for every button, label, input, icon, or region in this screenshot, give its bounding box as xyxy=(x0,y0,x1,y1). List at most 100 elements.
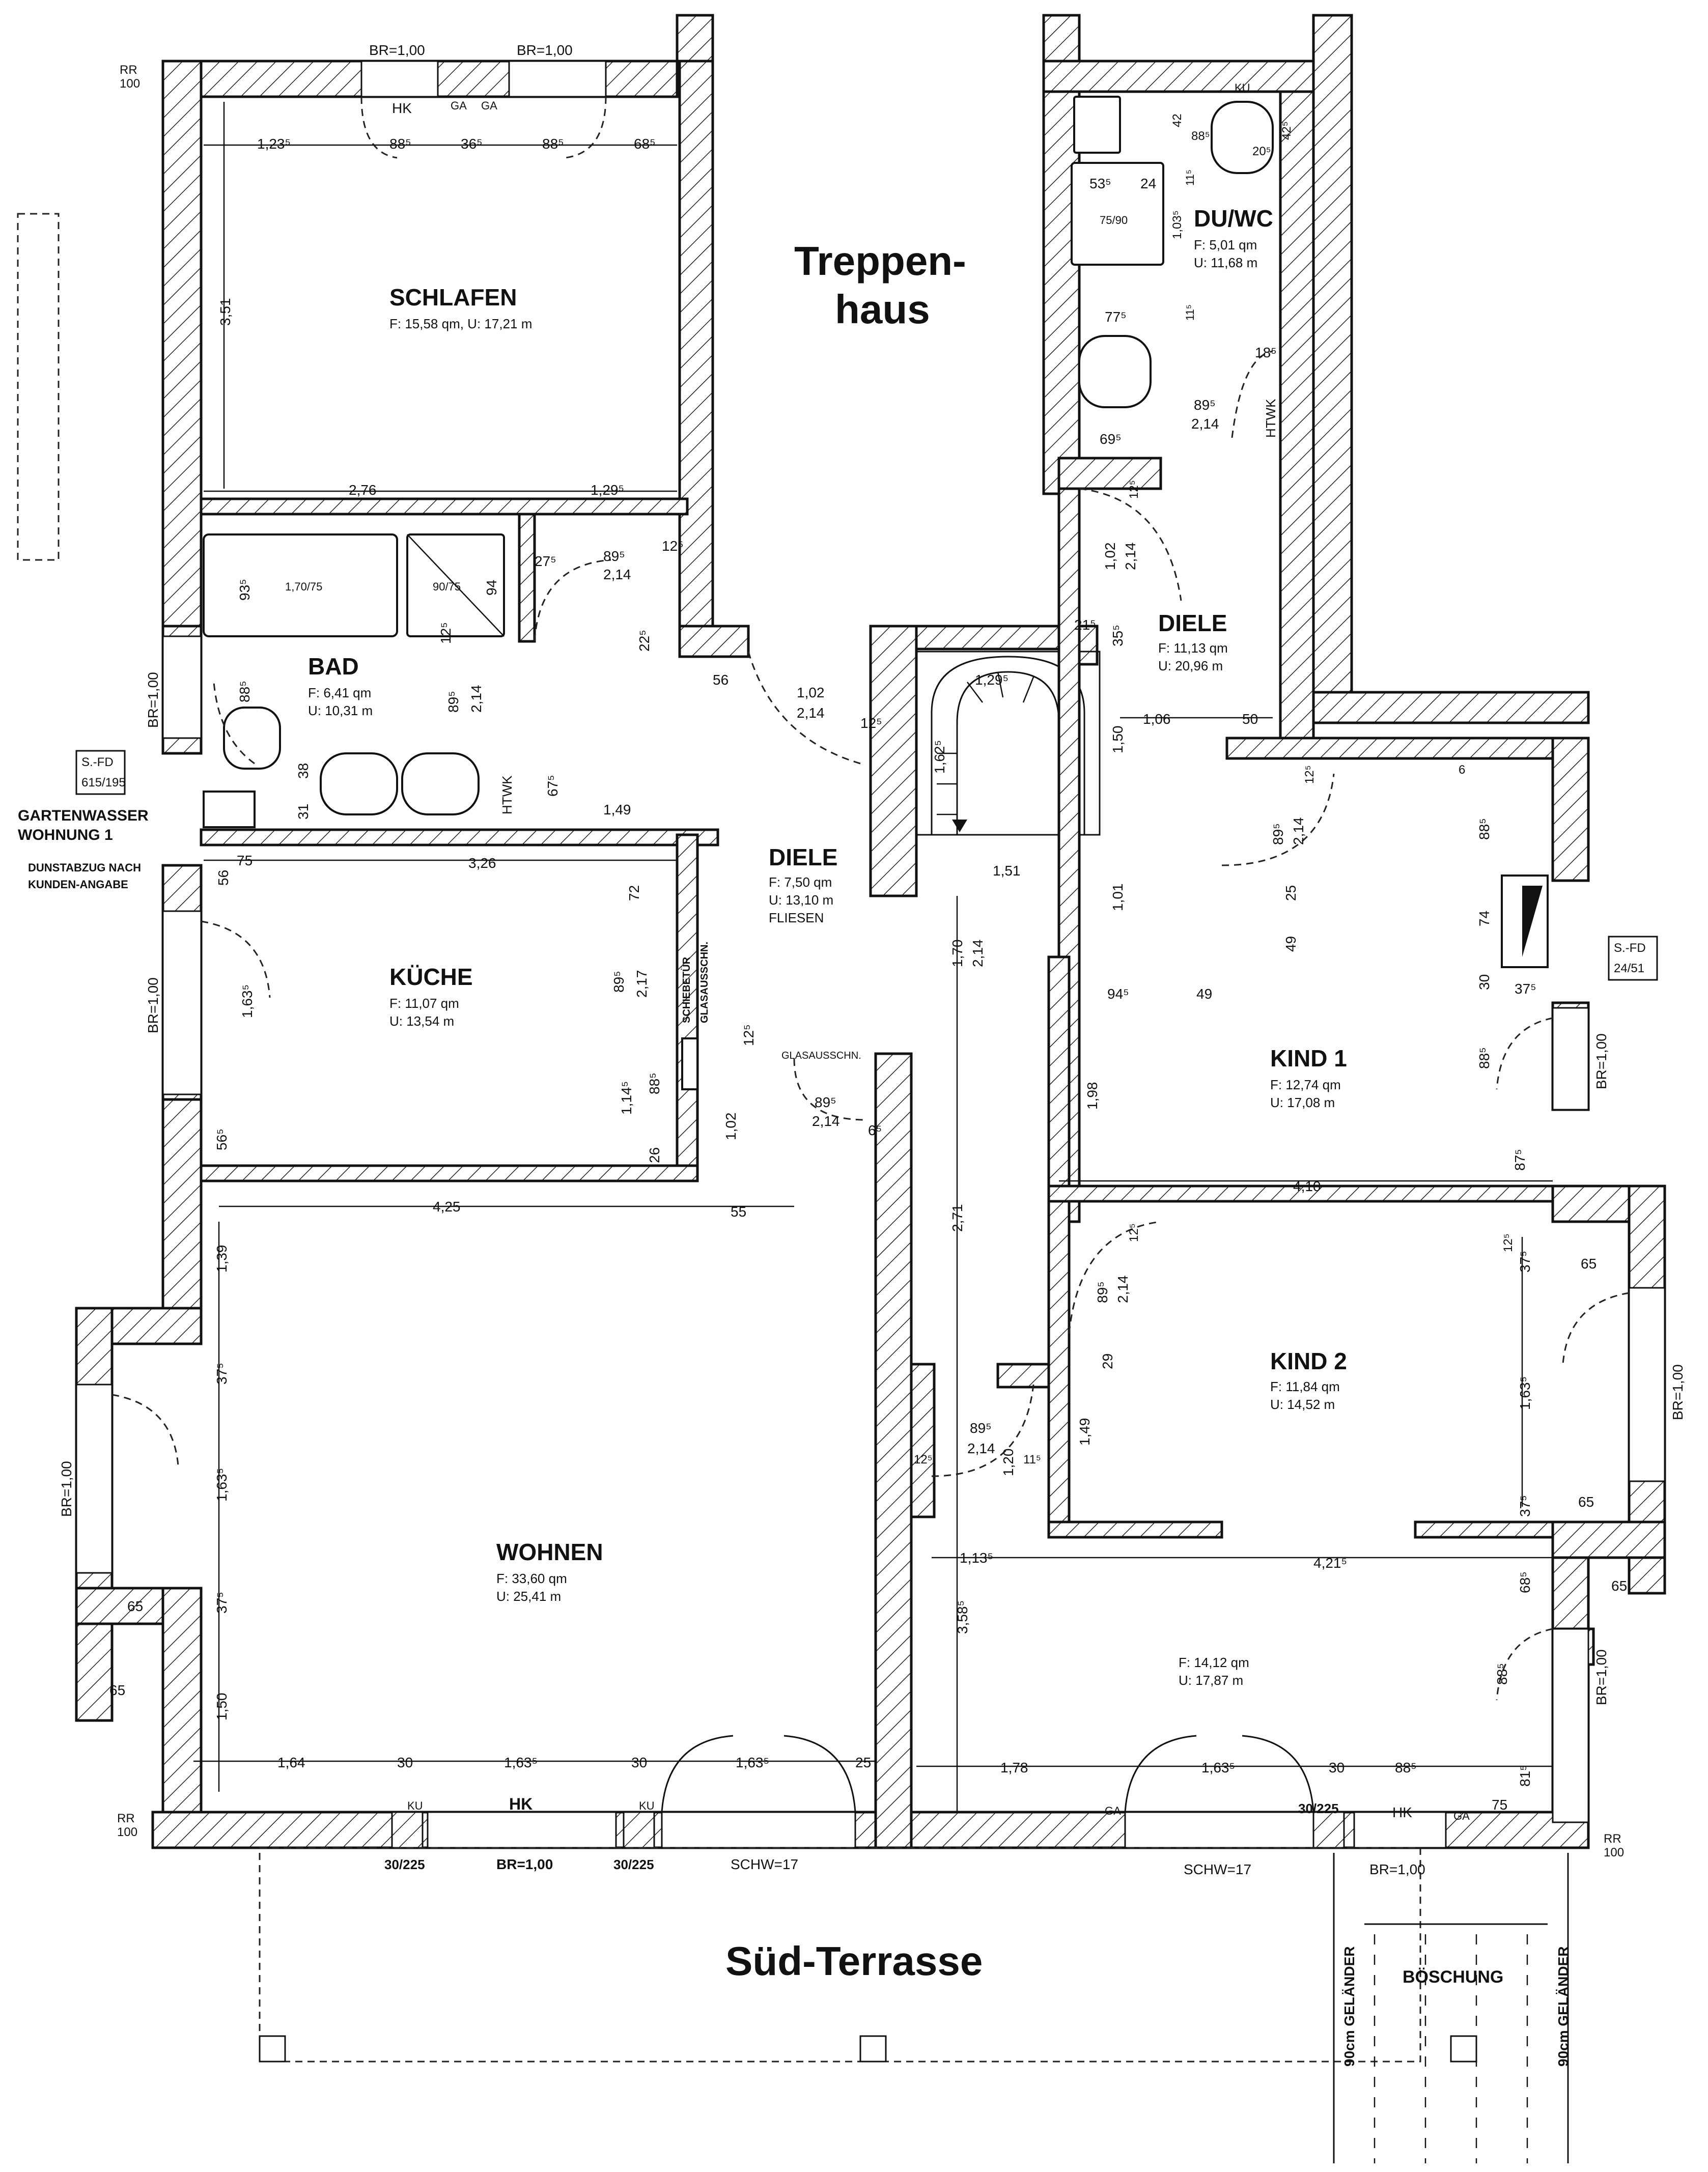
dim: 11⁵ xyxy=(1184,304,1196,321)
dim: 1,63⁵ xyxy=(1517,1376,1533,1410)
hk-bottom-1: HK xyxy=(509,1795,533,1813)
dim: 50 xyxy=(1242,711,1258,727)
dim: 1,63⁵ xyxy=(736,1755,769,1770)
dim: 65 xyxy=(1581,1256,1597,1272)
dim: 4,25 xyxy=(433,1199,461,1215)
shower-bad-size: 90/75 xyxy=(433,580,461,593)
dim: 56 xyxy=(713,672,729,688)
room-info-diele-center-u: U: 13,10 m xyxy=(769,892,833,908)
dim: 36⁵ xyxy=(461,136,483,152)
room-info-diele-center-extra: FLIESEN xyxy=(769,910,824,925)
dim: 27⁵ xyxy=(535,553,556,569)
dim: 88⁵ xyxy=(237,681,253,702)
dim: 2,14 xyxy=(1115,1276,1131,1304)
hk-bottom-2: HK xyxy=(1392,1804,1412,1820)
dim: 21⁵ xyxy=(1074,617,1096,633)
room-name-diele-center: DIELE xyxy=(769,844,837,870)
room-info-bad-f: F: 6,41 qm xyxy=(308,685,371,700)
dim: 1,02 xyxy=(723,1113,739,1141)
wall-30-225-b: 30/225 xyxy=(613,1857,654,1872)
rr-tl-2: 100 xyxy=(120,77,140,91)
room-info-kind2-u: U: 14,52 m xyxy=(1270,1397,1335,1412)
dim: 25 xyxy=(855,1755,871,1770)
dim: 1,29⁵ xyxy=(591,482,624,498)
dim: 1,14⁵ xyxy=(619,1081,634,1115)
treppenhaus-label-2: haus xyxy=(835,287,930,332)
dim: 74 xyxy=(1476,911,1492,926)
br-right-kind1: BR=1,00 xyxy=(1593,1033,1609,1089)
gartenwasser-label-1: GARTENWASSER xyxy=(18,807,149,824)
dim: 88⁵ xyxy=(1191,129,1210,143)
terrace xyxy=(17,213,1569,2163)
dim: 18⁵ xyxy=(1255,345,1277,360)
dim: 1,64 xyxy=(277,1755,305,1770)
dim: 1,13⁵ xyxy=(960,1550,993,1566)
dim: 88⁵ xyxy=(1476,1047,1492,1069)
dim: 55 xyxy=(731,1204,746,1220)
hk-top: HK xyxy=(392,100,412,116)
dim: 12⁵ xyxy=(741,1024,757,1046)
dim: 42⁵ xyxy=(1280,121,1294,140)
fixtures xyxy=(203,96,1549,1090)
dim: 30 xyxy=(397,1755,413,1770)
schw-1: SCHW=17 xyxy=(731,1856,798,1872)
dim: 56 xyxy=(215,870,231,886)
dim: 75 xyxy=(237,853,253,868)
dimension-lines xyxy=(193,102,1553,1812)
room-info-schlafen: F: 15,58 qm, U: 17,21 m xyxy=(389,316,532,331)
dim: 94 xyxy=(484,580,499,596)
dim: 89⁵ xyxy=(1095,1281,1110,1303)
dim: 2,14 xyxy=(1191,416,1219,432)
dim: 1,02 xyxy=(1102,543,1118,571)
room-name-kueche: KÜCHE xyxy=(389,964,473,990)
dim: 2,14 xyxy=(967,1441,995,1456)
dim: 24 xyxy=(1140,176,1156,191)
room-name-wohnen: WOHNEN xyxy=(496,1539,603,1565)
sfd-right-1: S.-FD xyxy=(1614,941,1646,955)
room-info-kind1-u: U: 17,08 m xyxy=(1270,1095,1335,1110)
rr-tl-1: RR xyxy=(120,63,137,77)
dim: 25 xyxy=(1283,885,1299,901)
dim: 1,01 xyxy=(1110,884,1126,912)
dunstabzug-label-2: KUNDEN-ANGABE xyxy=(28,878,128,891)
dim: 69⁵ xyxy=(1100,431,1122,447)
sfd-right-2: 24/51 xyxy=(1614,962,1644,975)
terrasse-label: Süd-Terrasse xyxy=(725,1938,983,1984)
dim: 93⁵ xyxy=(237,579,253,601)
dim: 12⁵ xyxy=(1127,1223,1141,1242)
glasausschn-vertical: GLASAUSSCHN. xyxy=(699,942,710,1023)
dim: 30 xyxy=(631,1755,647,1770)
sfd-left-1: S.-FD xyxy=(81,755,114,769)
room-name-schlafen: SCHLAFEN xyxy=(389,284,517,311)
br-right-room: BR=1,00 xyxy=(1593,1649,1609,1705)
dim: 30 xyxy=(1476,974,1492,990)
dim: 3,51 xyxy=(217,298,233,326)
dim: 1,03⁵ xyxy=(1170,210,1184,239)
room-info-wohnen-u: U: 25,41 m xyxy=(496,1589,561,1604)
dim: 37⁵ xyxy=(1515,981,1536,997)
br-left-bad: BR=1,00 xyxy=(145,672,161,728)
dunstabzug-label-1: DUNSTABZUG NACH xyxy=(28,861,141,874)
dim: 20⁵ xyxy=(1252,145,1271,158)
dim: 94⁵ xyxy=(1107,986,1129,1002)
dim: 65 xyxy=(127,1598,143,1614)
dim: 2,14 xyxy=(970,940,986,968)
dim: 1,50 xyxy=(214,1693,230,1721)
dim: 37⁵ xyxy=(1517,1251,1533,1273)
dim: 67⁵ xyxy=(545,775,561,797)
room-labels: SCHLAFEN F: 15,58 qm, U: 17,21 m BAD F: … xyxy=(308,205,1347,1688)
gelaender-right-label: 90cm GELÄNDER xyxy=(1555,1946,1571,2067)
room-info-kueche-f: F: 11,07 qm xyxy=(389,996,459,1011)
dim: 1,39 xyxy=(214,1245,230,1273)
dimension-values: 1,23⁵ 88⁵ 36⁵ 88⁵ 68⁵ 3,51 2,76 1,29⁵ 89… xyxy=(109,114,1627,1813)
room-info-unnamed-f: F: 14,12 qm xyxy=(1179,1655,1249,1670)
room-name-duwc: DU/WC xyxy=(1194,205,1273,232)
room-info-kueche-u: U: 13,54 m xyxy=(389,1013,454,1029)
room-info-kind2-f: F: 11,84 qm xyxy=(1270,1379,1340,1394)
room-name-kind2: KIND 2 xyxy=(1270,1348,1347,1374)
dim: 88⁵ xyxy=(1494,1663,1510,1685)
dim: 1,20 xyxy=(1000,1449,1016,1477)
br-bottom-1: BR=1,00 xyxy=(496,1856,553,1872)
dim: 11⁵ xyxy=(1184,170,1196,186)
dim: 65 xyxy=(109,1682,125,1698)
